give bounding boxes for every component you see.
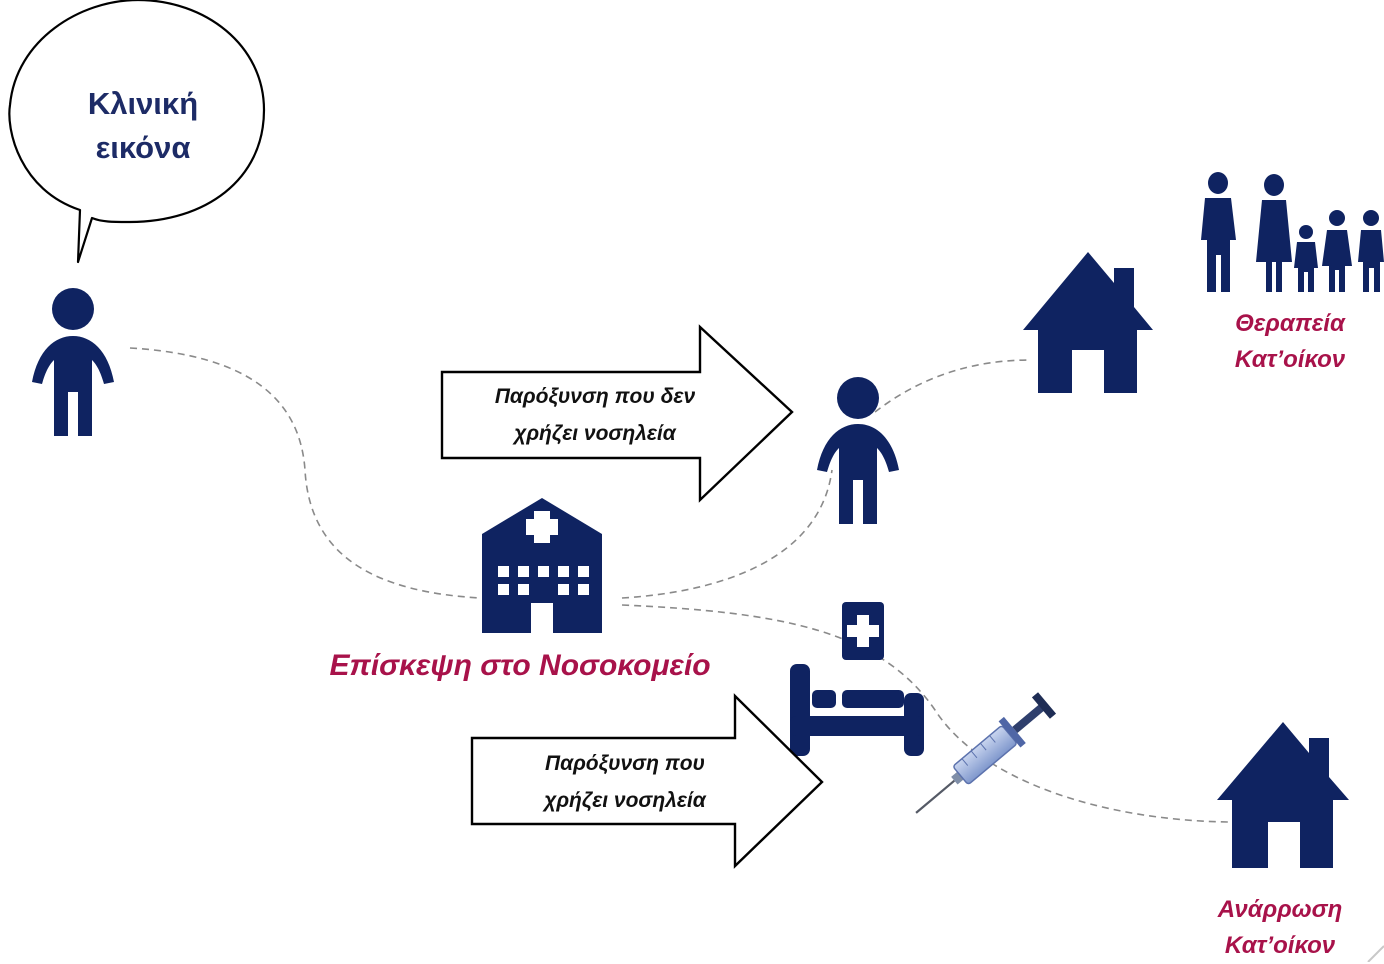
no-hospitalization-line2: χρήζει νοσηλεία: [514, 422, 676, 445]
syringe-icon: [915, 692, 1057, 814]
no-hospitalization-line1: Παρόξυνση που δεν: [494, 385, 696, 408]
no-hospitalization-label: Παρόξυνση που δεν χρήζει νοσηλεία: [445, 378, 745, 452]
connector-patient-to-hospital: [129, 347, 481, 599]
arrow-hospitalization: [470, 693, 824, 869]
corner-mark: [1367, 945, 1384, 962]
arrow-no-hospitalization: [440, 324, 794, 503]
home-treatment-line1: Θεραπεία: [1235, 310, 1345, 337]
connector-hospital-to-patient: [621, 469, 833, 599]
clinical-picture-label: Κλινική εικόνα: [48, 82, 238, 170]
hospital-building-icon: [482, 498, 602, 633]
patient-person-icon: [32, 288, 114, 436]
clinical-picture-line1: Κλινική: [87, 86, 199, 121]
hospitalization-line1: Παρόξυνση που: [545, 752, 705, 775]
home-recovery-line2: Κατ’οίκον: [1224, 932, 1336, 959]
home-treatment-line2: Κατ’οίκον: [1234, 346, 1346, 373]
medical-cross-icon: [842, 602, 884, 660]
speech-bubble: [8, 0, 266, 264]
family-icon: [1201, 172, 1384, 292]
home-treatment-caption: Θεραπεία Κατ’οίκον: [1190, 306, 1384, 378]
clinical-picture-line2: εικόνα: [95, 130, 191, 165]
hospitalization-line2: χρήζει νοσηλεία: [544, 789, 706, 812]
hospitalization-label: Παρόξυνση που χρήζει νοσηλεία: [475, 745, 775, 819]
home-house-icon-top: [1023, 252, 1153, 393]
hospital-bed-icon: [790, 664, 924, 756]
connector-hospital-to-recovery: [621, 604, 1229, 823]
hospital-visit-caption: Επίσκεψη στο Νοσοκομείο: [329, 649, 711, 682]
home-recovery-line1: Ανάρρωση: [1217, 896, 1343, 923]
home-recovery-caption: Ανάρρωση Κατ’οίκον: [1180, 892, 1380, 964]
dashed-connectors: [129, 347, 1229, 823]
connector-patient-to-home: [874, 359, 1031, 413]
patient-person-icon-middle: [817, 377, 899, 524]
home-house-icon-bottom: [1217, 722, 1349, 868]
